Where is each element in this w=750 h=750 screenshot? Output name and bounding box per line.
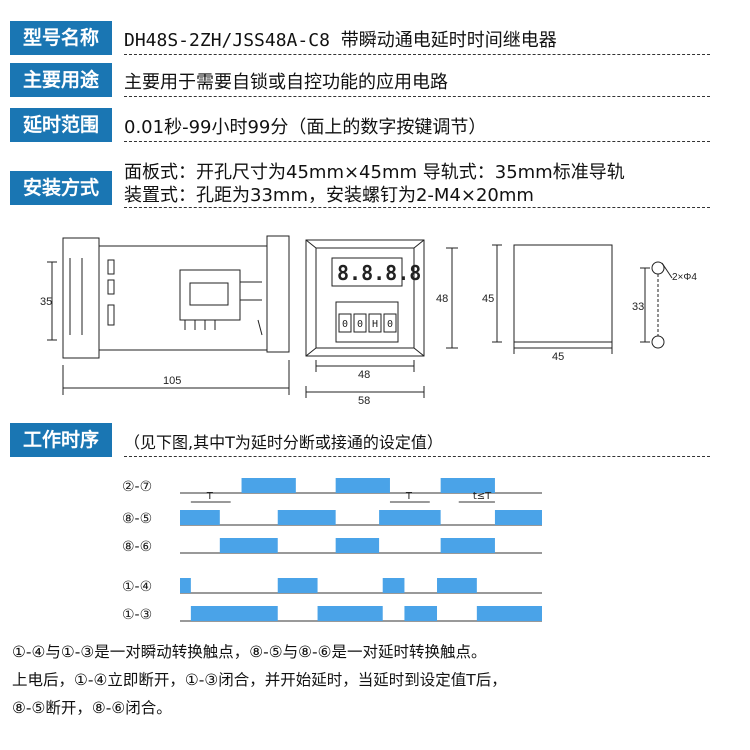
timing-header: 工作时序 （见下图,其中T为延时分断或接通的设定值） xyxy=(10,423,710,459)
pulse xyxy=(382,578,405,593)
pulse xyxy=(404,606,438,621)
dial-digit: 0 xyxy=(357,319,363,330)
pulse xyxy=(440,538,495,553)
divider xyxy=(124,207,710,208)
pulse xyxy=(277,510,336,525)
pulse xyxy=(219,538,278,553)
install-label: 安装方式 xyxy=(10,171,112,205)
spec-row-install: 安装方式 面板式：开孔尺寸为45mm×45mm 导轨式：35mm标准导轨 装置式… xyxy=(10,154,710,210)
note-line-1: ①-④与①-③是一对瞬动转换触点，⑧-⑤与⑧-⑥是一对延时转换触点。 xyxy=(12,643,487,661)
led-display-window xyxy=(331,257,403,287)
pulse xyxy=(180,578,191,593)
front-inner-frame xyxy=(315,247,415,349)
front-height-dim: 48 xyxy=(436,293,448,305)
pulse xyxy=(476,606,542,621)
cutout-height-dim: 45 xyxy=(482,293,494,305)
cutout-width-dim: 45 xyxy=(552,351,564,363)
divider xyxy=(124,54,710,55)
dial-panel xyxy=(335,301,399,343)
model-value: DH48S-2ZH/JSS48A-C8 带瞬动通电延时时间继电器 xyxy=(124,30,557,51)
channel-label: ⑧-⑤ xyxy=(122,511,152,527)
panel-cutout-outline xyxy=(513,244,613,343)
timing-label: 工作时序 xyxy=(10,423,112,457)
usage-label: 主要用途 xyxy=(10,63,112,97)
side-length-dim: 105 xyxy=(163,375,181,387)
channel-label: ①-④ xyxy=(122,579,152,595)
spec-row-usage: 主要用途 主要用于需要自锁或自控功能的应用电路 xyxy=(10,63,710,99)
marker-label: T xyxy=(206,491,214,502)
pulse xyxy=(437,578,477,593)
install-line-1: 面板式：开孔尺寸为45mm×45mm 导轨式：35mm标准导轨 xyxy=(124,162,625,183)
pulse xyxy=(379,510,441,525)
front-inner-width-dim: 48 xyxy=(358,369,370,381)
pulse xyxy=(241,478,296,493)
install-line-2: 装置式：孔距为33mm，安装螺钉为2-M4×20mm xyxy=(124,185,534,206)
marker-label: T xyxy=(405,491,413,502)
side-bezel-outline xyxy=(266,235,290,353)
channel-label: ⑧-⑥ xyxy=(122,539,152,555)
model-label: 型号名称 xyxy=(10,21,112,55)
usage-value: 主要用于需要自锁或自控功能的应用电路 xyxy=(124,72,448,93)
hole-spacing-dim: 33 xyxy=(632,301,644,313)
note-line-2: 上电后，①-④立即断开，①-③闭合，并开始延时，当延时到设定值T后， xyxy=(12,671,507,689)
pulse xyxy=(317,606,383,621)
dial-digit: 0 xyxy=(387,319,393,330)
front-outer-frame xyxy=(305,239,425,357)
marker-label: t≤T xyxy=(473,491,492,502)
channel-label: ①-③ xyxy=(122,607,152,623)
channel-label: ②-⑦ xyxy=(122,479,152,495)
pulse xyxy=(440,478,495,493)
divider xyxy=(124,96,710,97)
side-height-dim: 35 xyxy=(40,296,52,308)
pulse xyxy=(335,538,380,553)
dial-digit: H xyxy=(372,319,378,330)
range-label: 延时范围 xyxy=(10,108,112,142)
hole-size-label: 2×Φ4 xyxy=(672,272,697,283)
pulse xyxy=(277,578,318,593)
pulse xyxy=(180,510,220,525)
divider xyxy=(124,456,710,457)
pulse xyxy=(494,510,542,525)
led-display-digits: 8.8.8.8 xyxy=(337,261,421,285)
pulse xyxy=(190,606,278,621)
timing-description: （见下图,其中T为延时分断或接通的设定值） xyxy=(124,433,443,452)
spec-row-range: 延时范围 0.01秒-99小时99分（面上的数字按键调节） xyxy=(10,108,710,144)
divider xyxy=(124,141,710,142)
dial-digit: 0 xyxy=(342,319,348,330)
spec-row-model: 型号名称 DH48S-2ZH/JSS48A-C8 带瞬动通电延时时间继电器 xyxy=(10,21,710,57)
front-outer-width-dim: 58 xyxy=(358,395,370,407)
range-value: 0.01秒-99小时99分（面上的数字按键调节） xyxy=(124,117,487,138)
note-line-3: ⑧-⑤断开，⑧-⑥闭合。 xyxy=(12,699,172,717)
pulse xyxy=(335,478,390,493)
